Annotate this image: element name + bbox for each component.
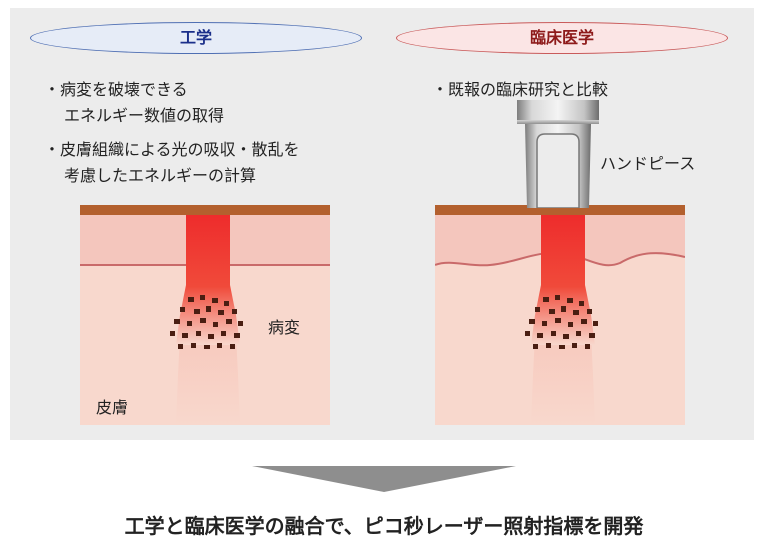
handpiece-icon <box>517 100 599 208</box>
eng-bullet2-line2: 考慮したエネルギーの計算 <box>64 166 257 185</box>
conclusion-text: 工学と臨床医学の融合で、ピコ秒レーザー照射指標を開発 <box>124 514 644 538</box>
eng-bullet1-line1: ・病変を破壊できる <box>44 80 188 99</box>
medicine-title-pill: 臨床医学 <box>396 22 728 54</box>
eng-bullet1-line2: エネルギー数値の取得 <box>64 106 225 125</box>
medicine-skin-diagram <box>435 205 685 425</box>
skin-label: 皮膚 <box>96 398 129 417</box>
engineering-skin-diagram <box>80 205 330 425</box>
down-arrow-icon <box>252 466 516 492</box>
skin-surface <box>80 205 330 215</box>
lesion-particles <box>525 295 598 349</box>
beam-tail <box>176 335 240 425</box>
beam-tail <box>531 335 595 425</box>
engineering-title-pill: 工学 <box>30 22 362 54</box>
handpiece-label: ハンドピース <box>600 154 696 173</box>
lesion-label: 病変 <box>268 318 301 337</box>
eng-bullet2-line1: ・皮膚組織による光の吸収・散乱を <box>44 140 300 159</box>
skin-surface <box>435 205 685 215</box>
lesion-particles <box>170 295 243 349</box>
engineering-title: 工学 <box>179 28 212 47</box>
medicine-title: 臨床医学 <box>529 28 594 47</box>
med-bullet1: ・既報の臨床研究と比較 <box>432 80 609 99</box>
